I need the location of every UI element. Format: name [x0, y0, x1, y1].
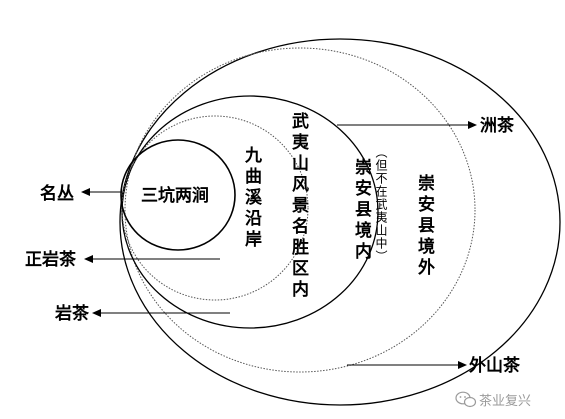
label-sankeng: 三坑两涧	[141, 185, 209, 206]
circle-chongan-inside	[124, 47, 476, 373]
label-chongan-inside: 崇安县境内	[351, 158, 372, 263]
label-chongan-outside: 崇安县境外	[414, 174, 435, 279]
category-yancha: 岩茶	[54, 303, 90, 324]
category-waishancha: 外山茶	[469, 355, 521, 376]
category-mingcong: 名丛	[40, 183, 74, 204]
circle-chongan-outside	[119, 38, 561, 406]
watermark-text: 茶业复兴	[479, 393, 531, 409]
circle-jiuqu-stream	[121, 115, 309, 301]
label-chongan-note: （但不在武夷山中）	[374, 146, 388, 263]
label-scenic: 武夷山风景名胜区内	[288, 111, 309, 301]
wechat-icon	[455, 391, 477, 408]
category-zhengyancha: 正岩茶	[25, 249, 77, 270]
category-zhoucha: 洲茶	[480, 115, 515, 136]
circle-sankeng	[120, 139, 236, 251]
label-jiuqu: 九曲溪沿岸	[241, 146, 263, 251]
